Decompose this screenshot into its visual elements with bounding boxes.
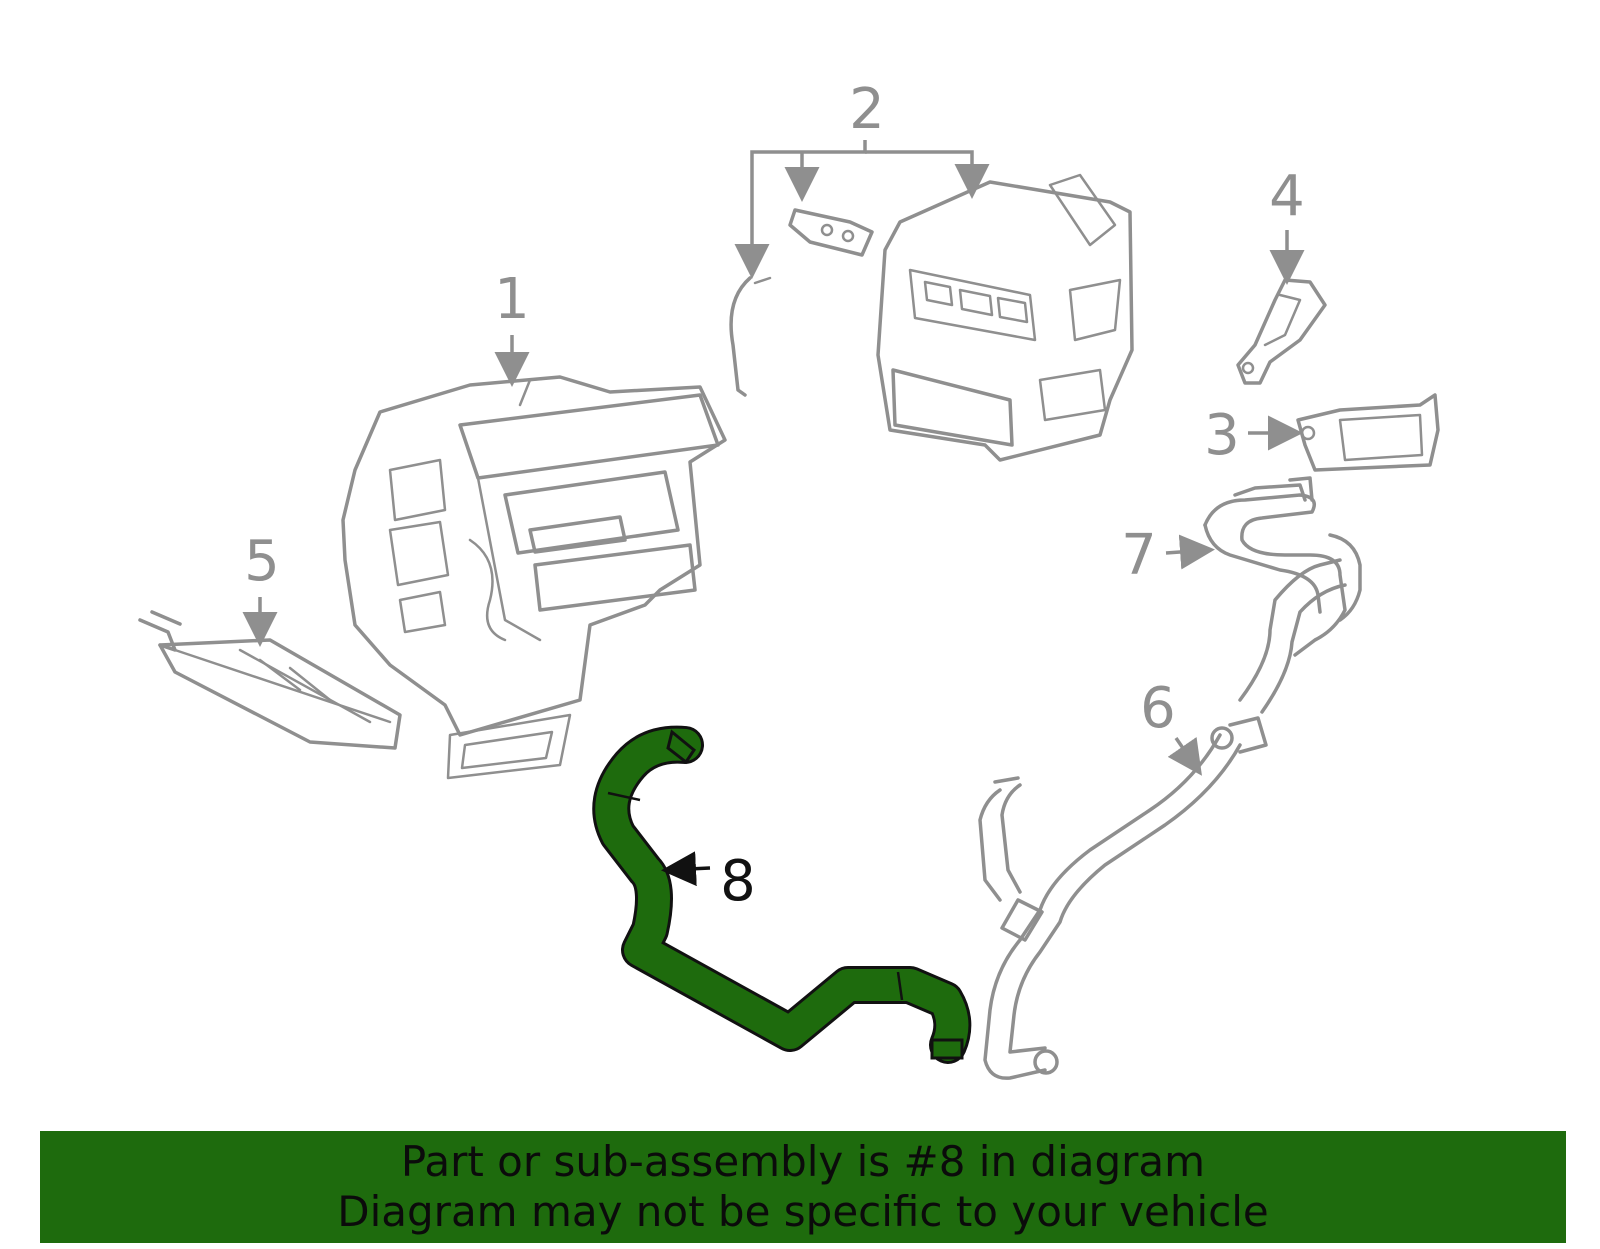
- callout-8: 8: [720, 849, 756, 914]
- callout-6-leader: [1167, 737, 1202, 776]
- part-8-heater-hose-highlighted[interactable]: [592, 725, 972, 1064]
- callout-8-leader: [661, 851, 711, 887]
- callout-3: 3: [1204, 403, 1240, 468]
- part-6-heater-hose: [978, 558, 1347, 1080]
- part-1-hvac-housing: [341, 375, 727, 780]
- callout-2: 2: [849, 77, 885, 142]
- part-2-case-assembly: [729, 173, 1134, 462]
- part-3-actuator: [1296, 393, 1440, 472]
- callout-2-leader-case: [865, 150, 990, 199]
- info-banner: Part or sub-assembly is #8 in diagram Di…: [40, 1131, 1566, 1243]
- callout-5: 5: [244, 529, 280, 594]
- callout-7: 7: [1121, 523, 1157, 588]
- callout-1: 1: [494, 267, 530, 332]
- callout-6: 6: [1140, 676, 1176, 741]
- callout-2-leader-seal: [734, 140, 867, 279]
- callout-4: 4: [1269, 164, 1305, 229]
- banner-line-2: Diagram may not be specific to your vehi…: [337, 1187, 1269, 1236]
- part-7-hose: [1203, 476, 1362, 657]
- banner-line-1: Part or sub-assembly is #8 in diagram: [400, 1137, 1206, 1186]
- callout-7-leader: [1165, 534, 1215, 570]
- part-4-bracket: [1236, 278, 1327, 385]
